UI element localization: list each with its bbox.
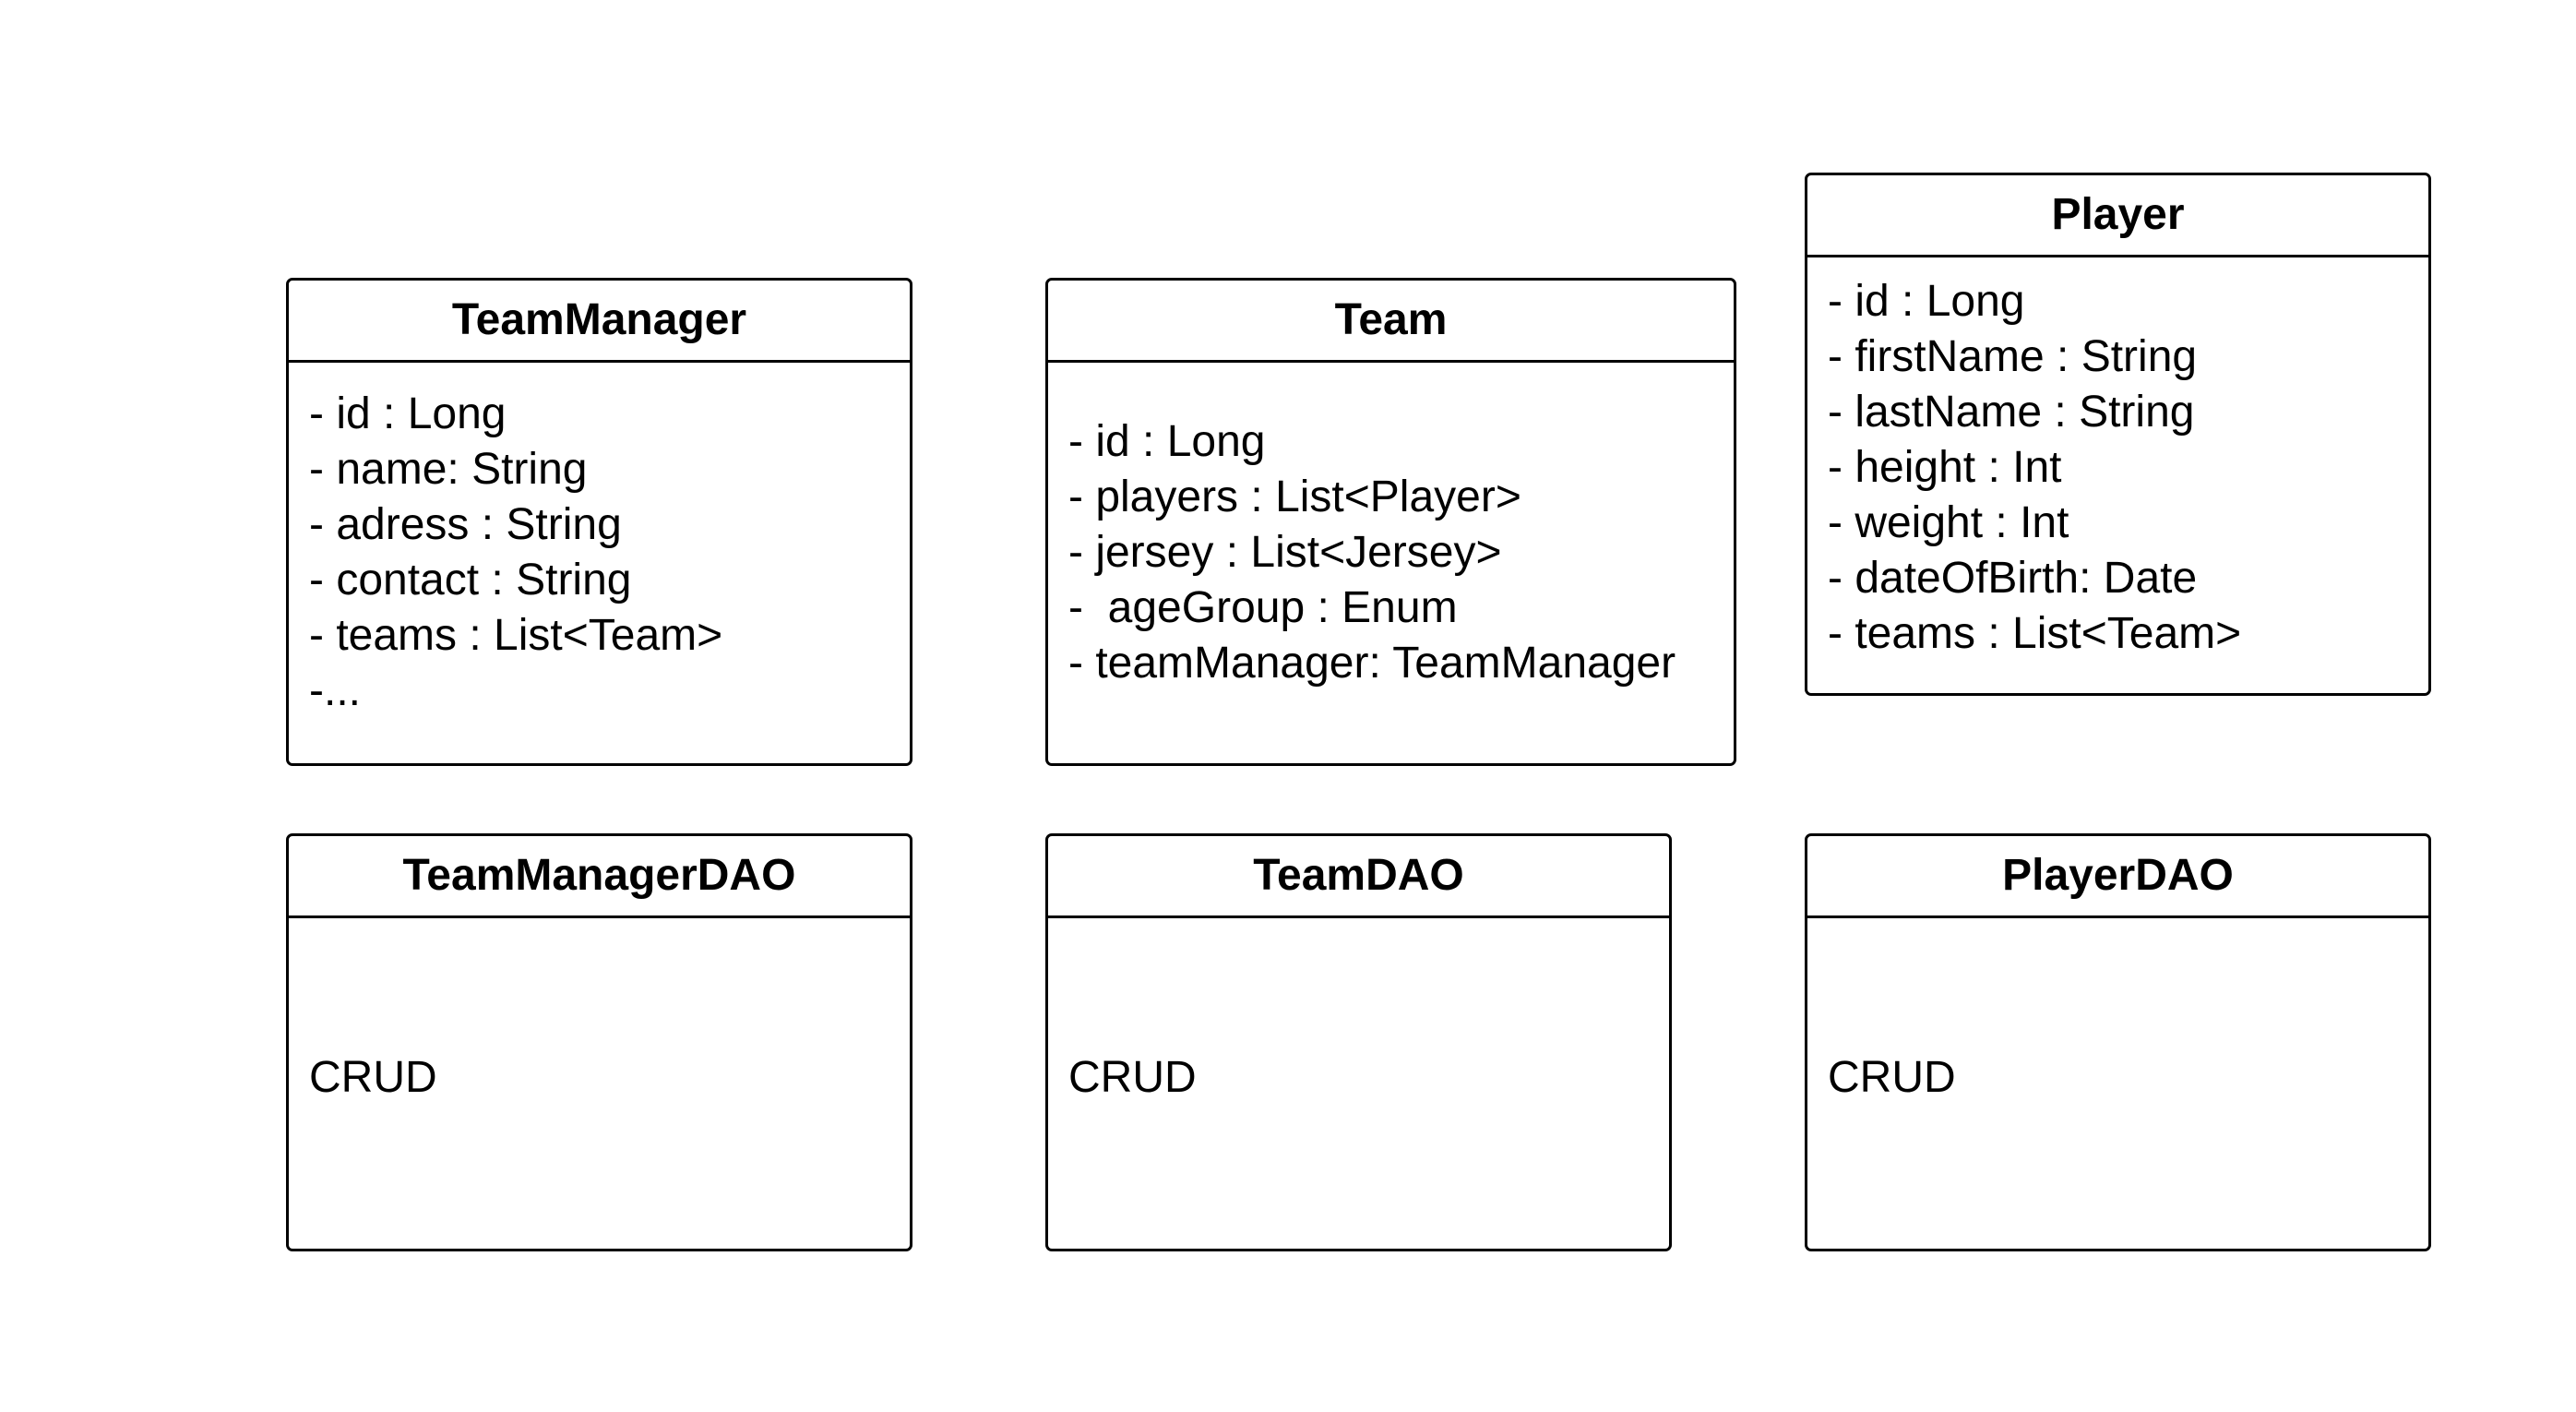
class-name-player: Player — [1807, 175, 2428, 257]
class-operations-teamdao: CRUD — [1048, 918, 1669, 1249]
class-box-teammanagerdao: TeamManagerDAO CRUD — [286, 833, 912, 1251]
operation-row: CRUD — [1068, 1053, 1197, 1102]
operation-row: CRUD — [309, 1053, 437, 1102]
attribute-row: - lastName : String — [1828, 388, 2195, 437]
attribute-row: - jersey : List<Jersey> — [1068, 528, 1502, 577]
class-operations-teammanagerdao: CRUD — [289, 918, 910, 1249]
attribute-row: -... — [309, 666, 361, 715]
class-attributes-player: - id : Long - firstName : String - lastN… — [1807, 257, 2428, 693]
class-box-player: Player - id : Long - firstName : String … — [1805, 173, 2431, 696]
attribute-row: - teams : List<Team> — [1828, 609, 2242, 658]
attribute-row: - ageGroup : Enum — [1068, 583, 1458, 632]
class-box-team: Team - id : Long - players : List<Player… — [1045, 278, 1736, 766]
class-operations-playerdao: CRUD — [1807, 918, 2428, 1249]
operation-row: CRUD — [1828, 1053, 1956, 1102]
class-name-team: Team — [1048, 281, 1734, 363]
class-box-teamdao: TeamDAO CRUD — [1045, 833, 1672, 1251]
attribute-row: - id : Long — [1068, 417, 1266, 466]
attribute-row: - height : Int — [1828, 443, 2062, 492]
class-name-teammanager: TeamManager — [289, 281, 910, 363]
attribute-row: - name: String — [309, 445, 588, 494]
attribute-row: - teamManager: TeamManager — [1068, 639, 1676, 688]
class-name-teamdao: TeamDAO — [1048, 836, 1669, 918]
attribute-row: - id : Long — [309, 389, 507, 438]
class-attributes-team: - id : Long - players : List<Player> - j… — [1048, 363, 1734, 763]
class-name-teammanagerdao: TeamManagerDAO — [289, 836, 910, 918]
attribute-row: - adress : String — [309, 500, 622, 549]
class-name-playerdao: PlayerDAO — [1807, 836, 2428, 918]
attribute-row: - id : Long — [1828, 277, 2025, 326]
class-box-playerdao: PlayerDAO CRUD — [1805, 833, 2431, 1251]
attribute-row: - players : List<Player> — [1068, 473, 1521, 521]
class-box-teammanager: TeamManager - id : Long - name: String -… — [286, 278, 912, 766]
attribute-row: - firstName : String — [1828, 332, 2198, 381]
attribute-row: - contact : String — [309, 556, 632, 604]
class-attributes-teammanager: - id : Long - name: String - adress : St… — [289, 363, 910, 763]
attribute-row: - dateOfBirth: Date — [1828, 554, 2198, 603]
attribute-row: - teams : List<Team> — [309, 611, 723, 660]
attribute-row: - weight : Int — [1828, 498, 2069, 547]
